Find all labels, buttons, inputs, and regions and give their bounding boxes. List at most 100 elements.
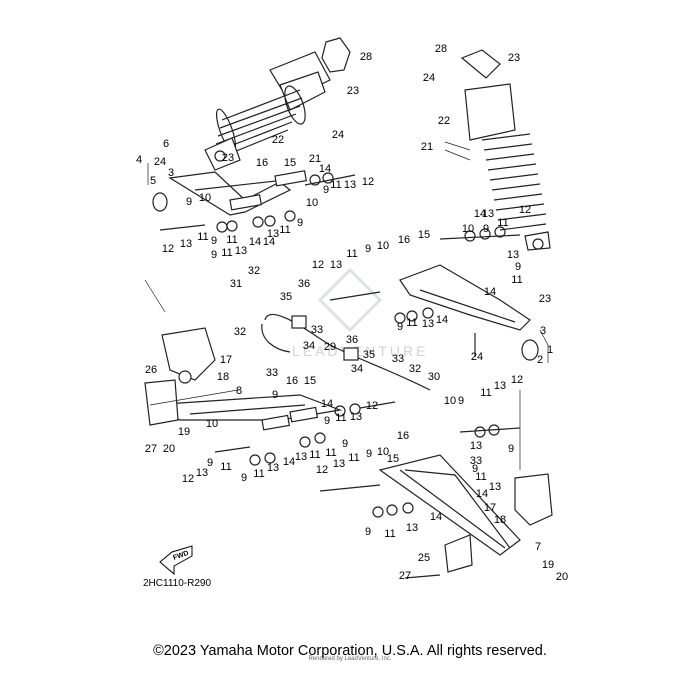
part-callout-13: 13: [350, 411, 362, 423]
part-callout-14: 14: [283, 456, 295, 468]
part-callout-10: 10: [377, 446, 389, 458]
part-callout-11: 11: [279, 224, 290, 236]
part-callout-15: 15: [284, 157, 296, 169]
part-callout-9: 9: [472, 463, 478, 475]
part-callout-33: 33: [470, 455, 482, 467]
fwd-direction-icon: FWD: [159, 545, 193, 576]
part-callout-9: 9: [508, 443, 514, 455]
part-callout-3: 3: [168, 167, 174, 179]
part-callout-16: 16: [256, 157, 268, 169]
part-callout-28: 28: [435, 43, 447, 55]
part-callout-25: 25: [418, 552, 430, 564]
part-callout-14: 14: [436, 314, 448, 326]
part-callout-13: 13: [180, 238, 192, 250]
part-callout-11: 11: [480, 387, 491, 399]
part-callout-9: 9: [211, 249, 217, 261]
part-callout-9: 9: [297, 217, 303, 229]
part-callout-14: 14: [321, 398, 333, 410]
part-callout-11: 11: [325, 447, 336, 459]
part-callout-26: 26: [145, 364, 157, 376]
part-callout-11: 11: [309, 449, 320, 461]
part-callout-14: 14: [484, 286, 496, 298]
part-callout-10: 10: [444, 395, 456, 407]
part-callout-14: 14: [430, 511, 442, 523]
part-callout-10: 10: [462, 223, 474, 235]
part-callout-6: 6: [163, 138, 169, 150]
rendered-by-credit: Rendered by LeadVenture, Inc.: [308, 656, 392, 662]
part-callout-22: 22: [438, 115, 450, 127]
part-callout-11: 11: [406, 317, 417, 329]
part-callout-11: 11: [197, 231, 208, 243]
left-steering-knuckle: [161, 327, 216, 384]
hardware-small-parts: [159, 172, 521, 579]
part-callout-7: 7: [535, 541, 541, 553]
part-callout-5: 5: [150, 175, 156, 187]
part-callout-9: 9: [366, 448, 372, 460]
right-steering-knuckle: [514, 473, 553, 526]
part-callout-8: 8: [236, 385, 242, 397]
part-callout-11: 11: [220, 461, 231, 473]
right-shock-absorber: [460, 49, 551, 251]
part-callout-2: 2: [537, 354, 543, 366]
part-callout-20: 20: [163, 443, 175, 455]
part-callout-33: 33: [266, 367, 278, 379]
part-callout-21: 21: [309, 153, 321, 165]
part-callout-12: 12: [362, 176, 374, 188]
part-callout-30: 30: [428, 371, 440, 383]
part-callout-33: 33: [311, 324, 323, 336]
part-callout-11: 11: [497, 217, 508, 229]
part-callout-14: 14: [319, 163, 331, 175]
part-callout-24: 24: [471, 351, 483, 363]
part-callout-9: 9: [323, 184, 329, 196]
part-callout-13: 13: [267, 462, 279, 474]
part-callout-4: 4: [136, 154, 142, 166]
part-callout-32: 32: [234, 326, 246, 338]
part-callout-16: 16: [397, 430, 409, 442]
part-callout-12: 12: [366, 400, 378, 412]
part-callout-14: 14: [249, 236, 261, 248]
part-callout-17: 17: [484, 502, 496, 514]
part-callout-10: 10: [306, 197, 318, 209]
part-callout-15: 15: [418, 229, 430, 241]
part-callout-34: 34: [351, 363, 363, 375]
part-callout-13: 13: [489, 481, 501, 493]
part-callout-24: 24: [154, 156, 166, 168]
part-callout-18: 18: [494, 514, 506, 526]
part-callout-23: 23: [508, 52, 520, 64]
part-callout-10: 10: [199, 192, 211, 204]
part-callout-27: 27: [399, 570, 411, 582]
part-callout-9: 9: [272, 389, 278, 401]
copyright-notice: ©2023 Yamaha Motor Corporation, U.S.A. A…: [153, 643, 547, 659]
part-callout-13: 13: [196, 467, 208, 479]
watermark-text: LEADVENTURE: [292, 343, 428, 359]
lower-right-a-arm: [378, 454, 521, 556]
part-callout-12: 12: [511, 374, 523, 386]
part-callout-14: 14: [263, 236, 275, 248]
part-callout-35: 35: [363, 349, 375, 361]
part-callout-12: 12: [316, 464, 328, 476]
part-callout-11: 11: [511, 274, 522, 286]
part-callout-34: 34: [303, 340, 315, 352]
part-callout-13: 13: [267, 228, 279, 240]
part-callout-13: 13: [470, 440, 482, 452]
upper-right-a-arm: [399, 264, 539, 361]
part-callout-9: 9: [324, 415, 330, 427]
part-callout-13: 13: [406, 522, 418, 534]
part-callout-21: 21: [421, 141, 433, 153]
part-callout-9: 9: [365, 243, 371, 255]
diagram-code: 2HC1110-R290: [143, 578, 212, 589]
part-callout-20: 20: [556, 571, 568, 583]
part-callout-18: 18: [217, 371, 229, 383]
part-callout-11: 11: [330, 179, 341, 191]
part-callout-23: 23: [222, 152, 234, 164]
right-brake-guard: [444, 534, 473, 573]
part-callout-15: 15: [387, 453, 399, 465]
part-callout-13: 13: [295, 451, 307, 463]
part-callout-11: 11: [384, 528, 395, 540]
part-callout-9: 9: [186, 196, 192, 208]
part-callout-9: 9: [207, 457, 213, 469]
part-callout-14: 14: [474, 208, 486, 220]
part-callout-31: 31: [230, 278, 242, 290]
part-callout-11: 11: [346, 248, 357, 260]
